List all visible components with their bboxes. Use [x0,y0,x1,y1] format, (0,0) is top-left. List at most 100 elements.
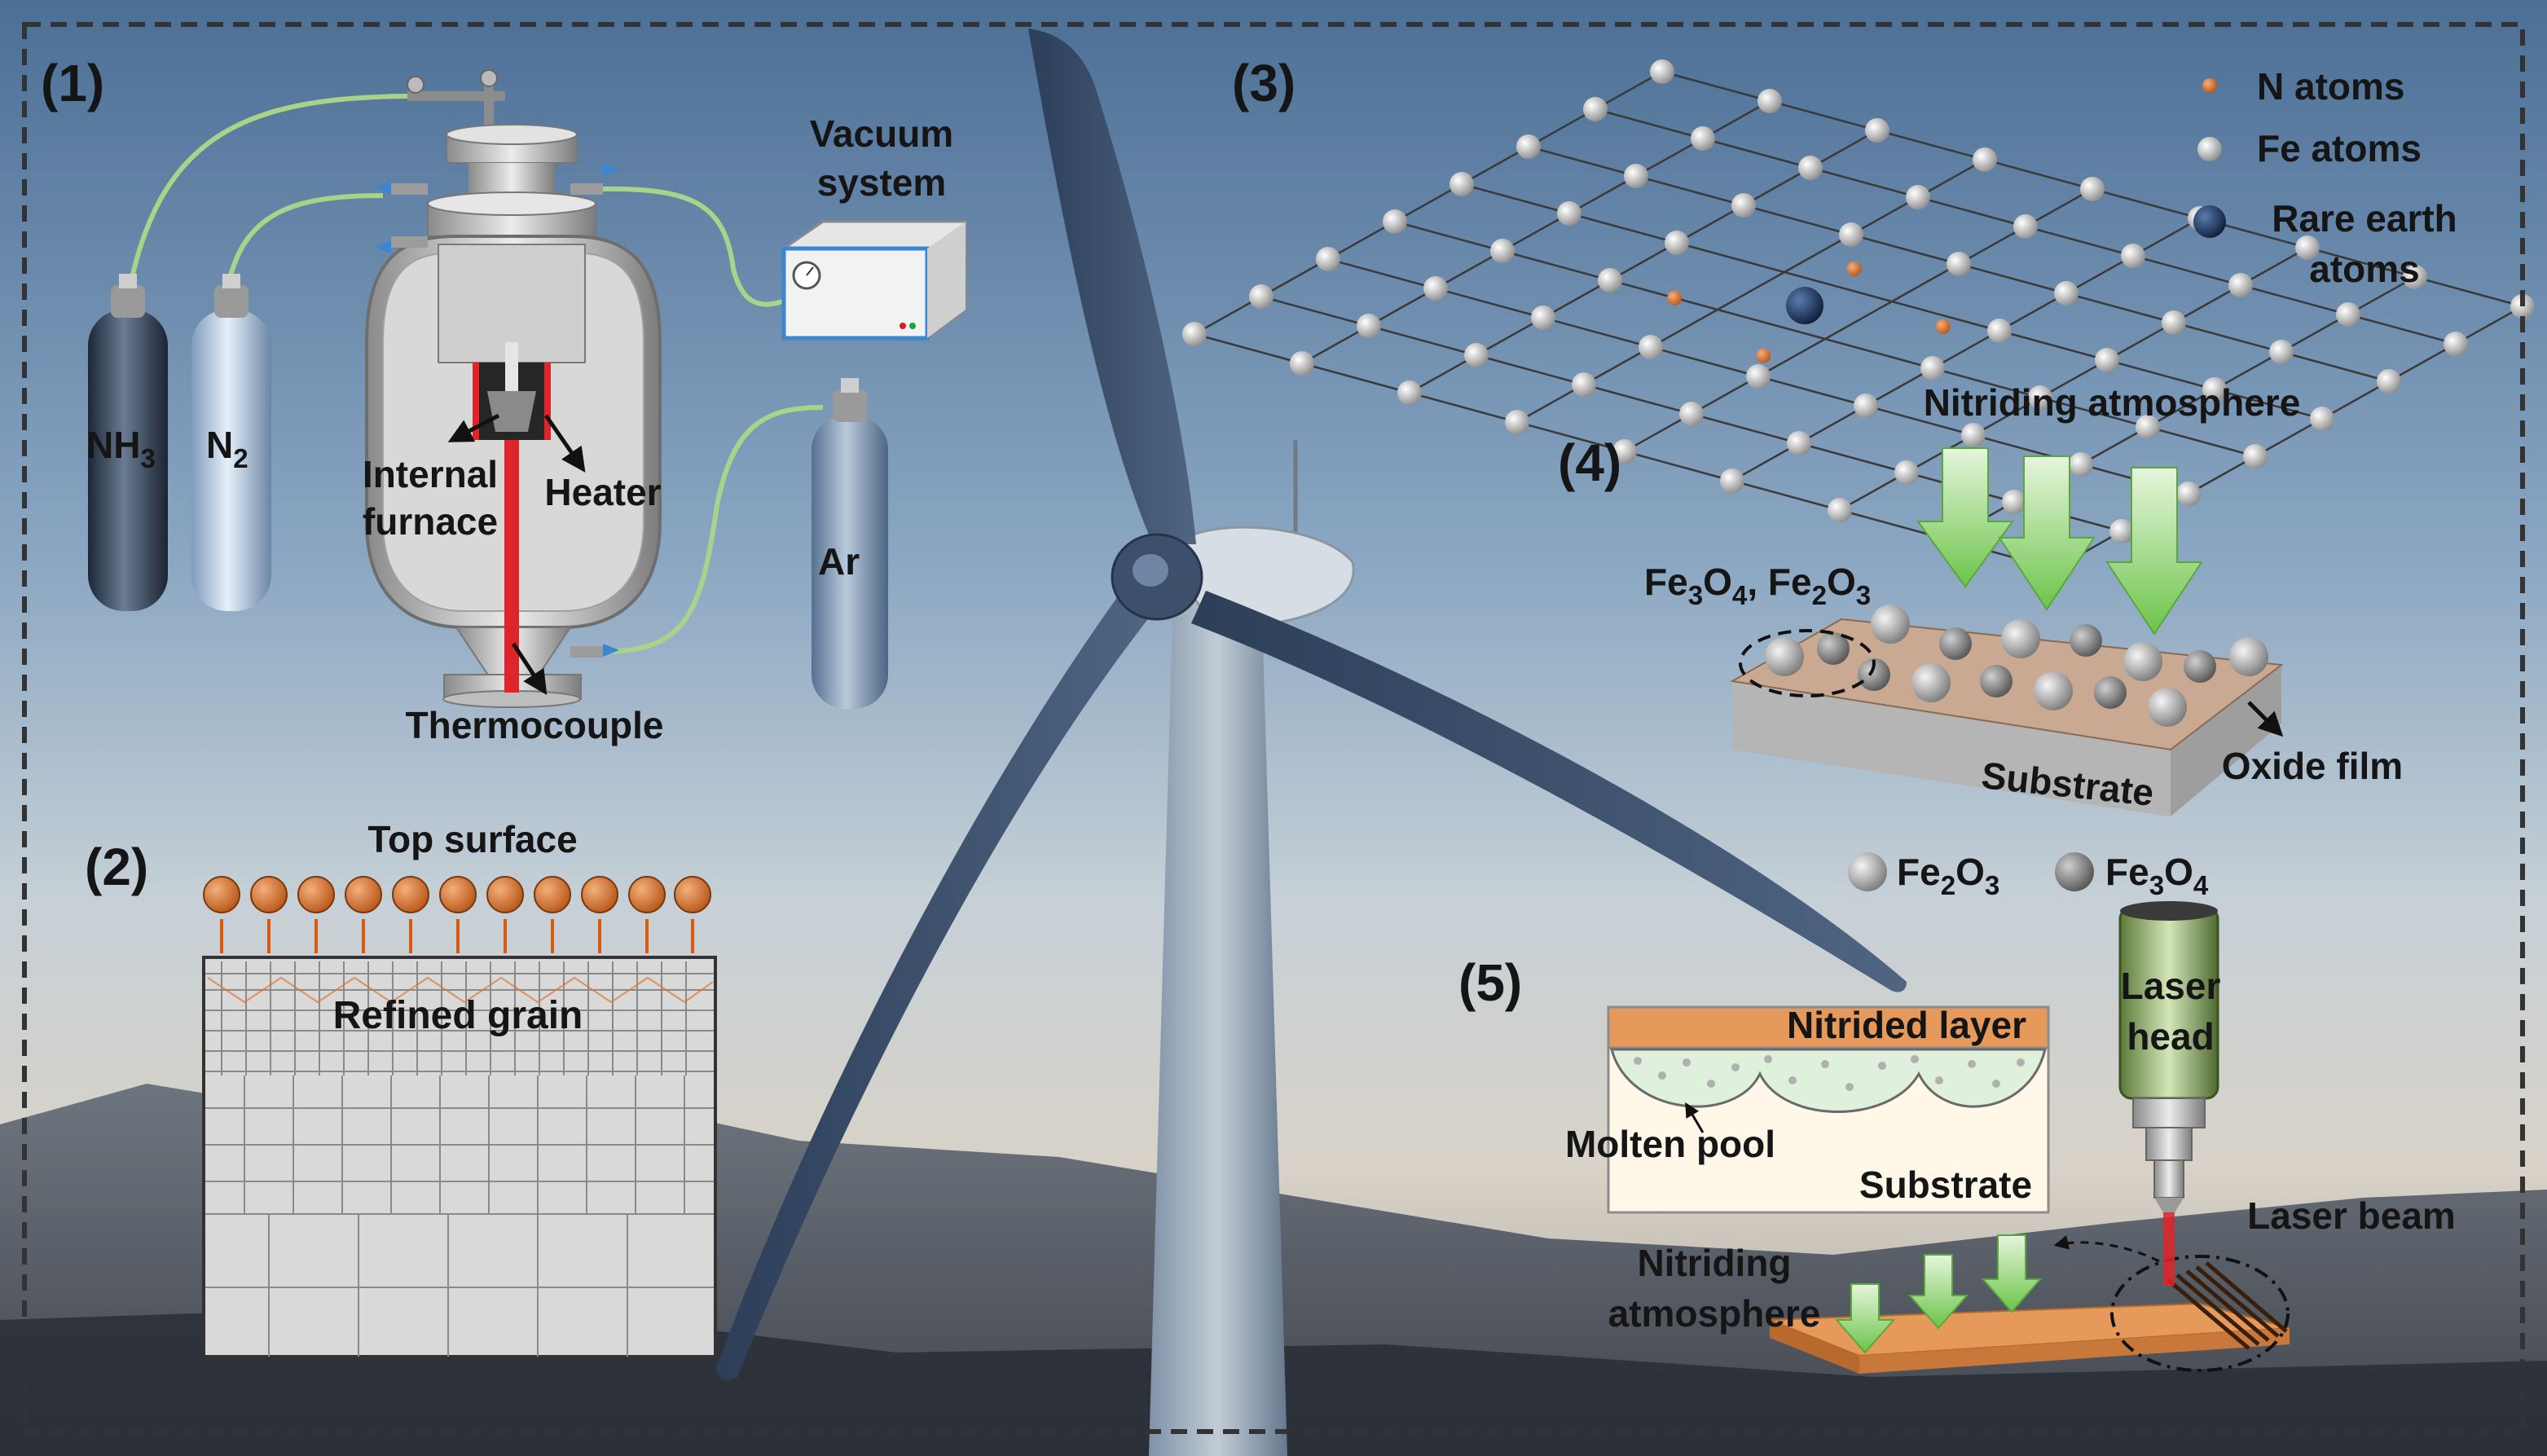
lattice-bond [1932,367,2041,399]
lattice-bond [1743,204,1852,236]
fe-atom [2310,407,2334,431]
lattice-bond [1876,129,1986,161]
fe-atom [1624,164,1648,188]
lattice-bond [1260,295,1370,328]
lattice-bond [1409,391,1518,424]
legend-fe-atoms: Fe atoms [2257,127,2422,169]
lattice-bond [2321,380,2390,420]
lattice-bond [1958,225,2026,266]
nitriding-gas-arrows [1916,447,2203,636]
panel-2-grain-structure [202,876,717,1358]
lattice-bond [1502,212,1570,253]
lattice-bond [2254,417,2323,458]
lattice-bond [2080,425,2149,466]
lattice-bond [1743,166,1811,207]
lattice-bond [1702,137,1811,169]
fe-atom [2069,452,2093,477]
fe-atom [1182,322,1207,346]
lattice-bond [1784,233,1852,274]
lattice-bond [1409,354,1477,394]
lattice-bond [2132,254,2241,287]
fe-atom [1612,439,1637,464]
fe2o3-particle [2034,671,2073,710]
lattice-bond [1650,308,1718,349]
atmosphere-label-line2: atmosphere [1608,1292,1821,1335]
legend-rare-earth-line2: atoms [2309,248,2419,290]
fe-atom [1650,59,1674,84]
fe2o3-particle [1911,663,1951,702]
lattice-bond [1476,354,1585,386]
fe-atom [1397,380,1422,405]
lattice-bond [1757,375,1867,407]
lattice-bond [1676,241,1785,274]
lattice-bond [1999,292,2067,332]
lattice-bond [1973,396,2041,437]
n-atom-legend-icon [2202,78,2217,93]
lattice-bond [1635,174,1744,207]
oxide-species-label: Fe3O4, Fe2O3 [1644,561,1871,611]
lattice-bond [1999,329,2108,362]
n2-label: N2 [206,424,249,474]
fe-atom [1357,314,1381,338]
lattice-bond [1798,404,1867,445]
lattice-bond [1958,262,2067,295]
lattice-bond [1865,404,1974,437]
lattice-bond [2065,292,2175,324]
fe-atom [1383,209,1407,234]
lattice-bond [2388,342,2457,383]
fe-atom [1505,410,1529,434]
fe-atom [1572,372,1596,397]
lattice-bond [1891,262,1960,303]
laser-beam-label: Laser beam [2247,1194,2456,1237]
lattice-bond [1583,383,1692,416]
lattice-bond [1394,220,1503,253]
fe-atom [1639,335,1663,359]
lattice-bond [2240,246,2308,287]
lattice-bond [1676,204,1744,244]
fe-atom [2336,302,2360,327]
fe-atom [2162,310,2186,335]
lattice-bond [1194,295,1262,336]
fe2o3-legend-label: Fe2O3 [1897,851,1999,901]
fe2o3-legend-icon [1848,852,1887,891]
nitrided-layer-label: Nitrided layer [1787,1004,2026,1046]
fe-atom [1973,147,1997,172]
lattice-bond [1691,412,1800,445]
fe3o4-particle [1858,658,1890,691]
fe-atom [1316,247,1340,271]
lattice-bond [2240,284,2349,316]
fe-atom [2028,385,2052,410]
fe-atom [2013,214,2038,239]
fe-atom [1490,239,1515,263]
gas-cylinder-icon [191,274,271,611]
lattice-bond [1327,257,1436,290]
fe2o3-particle [1871,605,1910,644]
panel-1-apparatus [88,69,967,709]
fe-atom [1516,134,1541,159]
fe-atom [1720,468,1744,493]
panel-5-number: (5) [1458,953,1522,1012]
lattice-bond [1516,383,1585,424]
molten-pool-label: Molten pool [1565,1123,1775,1165]
fe3o4-particle [1939,627,1972,660]
lattice-bond [2092,187,2201,220]
fe-atom [1598,268,1622,293]
fe2o3-particle [1765,637,1804,676]
lattice-bond [1850,233,1960,266]
internal-furnace-label-line1: Internal [363,453,498,495]
n-atom [1846,262,1862,276]
fe-atom [1947,252,1971,276]
fe-atom [1798,156,1823,180]
lattice-bond [1917,196,2026,228]
lattice-bond [1528,108,1596,148]
lattice-bond [1435,287,1544,319]
lattice-bond [2106,359,2215,391]
lattice-bond [1368,324,1477,357]
wind-turbine-icon [716,29,1907,1456]
legend-rare-earth-line1: Rare earth [2272,197,2457,240]
fe-atom [1249,284,1274,309]
panel-2-number: (2) [85,838,148,896]
lattice-bond [2214,388,2323,420]
lattice-bond [1757,337,1826,378]
lattice-bond [1260,257,1329,298]
